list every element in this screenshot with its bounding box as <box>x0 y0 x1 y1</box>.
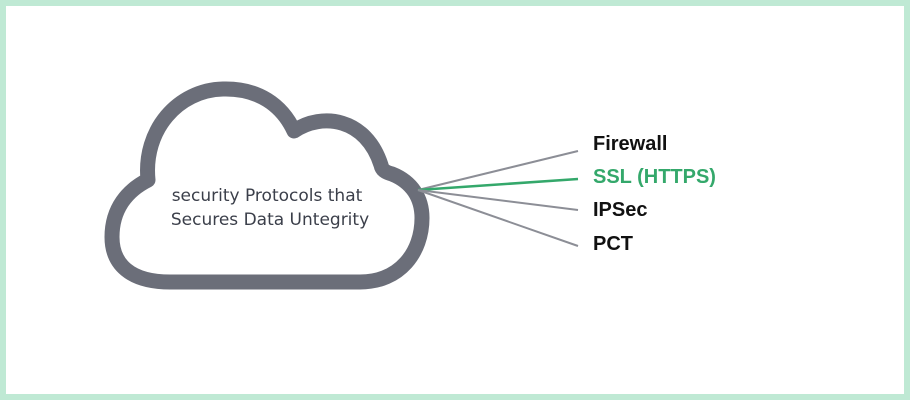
cloud-icon <box>104 81 430 290</box>
label-ssl-https: SSL (HTTPS) <box>593 166 716 188</box>
label-firewall: Firewall <box>593 133 667 155</box>
connector-line-ipsec <box>417 189 579 211</box>
label-ipsec: IPSec <box>593 199 647 221</box>
cloud-text-line-1: security Protocols that <box>172 186 363 206</box>
cloud-text-line-2: Secures Data Untegrity <box>171 210 369 230</box>
connector-line-pct <box>417 189 579 247</box>
connector-line-firewall <box>417 150 579 191</box>
label-pct: PCT <box>593 233 633 255</box>
connector-line-ssl <box>417 177 579 192</box>
